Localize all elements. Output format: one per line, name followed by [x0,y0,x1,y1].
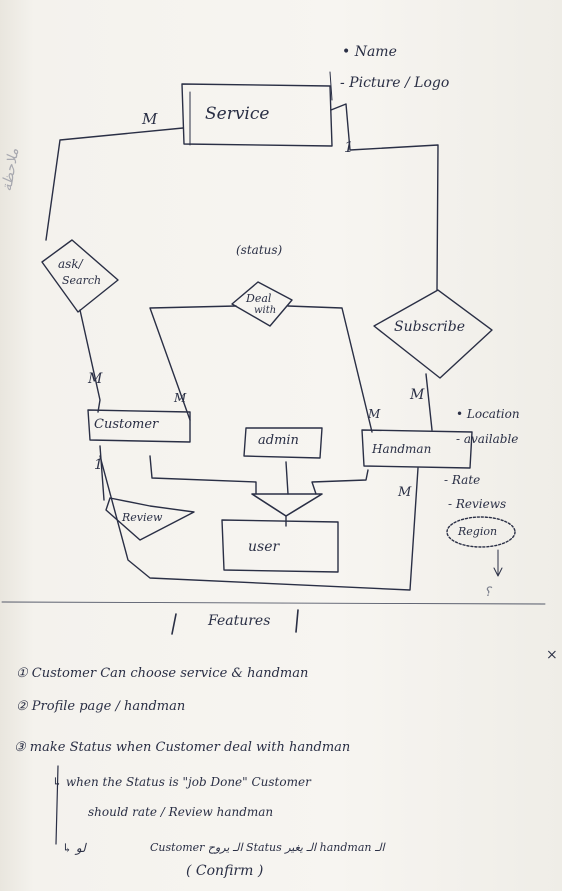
ask-search-label-2: Search [62,274,102,287]
deal-with-diamond [231,281,293,327]
region-ellipse [446,516,516,548]
user-entity-label: user [248,539,280,555]
feature-item-3a-line-2: should rate / Review handman [88,805,274,819]
feature-item-3: ③ make Status when Customer deal with ha… [14,740,351,755]
features-title: Features [208,613,271,629]
admin-entity-label: admin [258,433,299,448]
service-entity-label: Service [205,104,270,124]
ask-search-label-1: ask/ [58,257,83,271]
subscribe-label: Subscribe [394,319,466,335]
card-subscribe-bottom-m: M [410,387,425,403]
feature-item-3b-text: Customer الـ يروح Status الـ يغير handma… [150,841,385,854]
card-service-right-1: 1 [344,138,354,156]
region-arrow [493,549,503,577]
card-handman-bottom-m: M [398,485,412,500]
ask-search-diamond [41,239,119,313]
review-label: Review [122,511,163,524]
bottom-loop-line [99,455,419,591]
feature-item-3a-line-1: ↳ when the Status is "job Done" Customer [52,775,311,789]
feature-item-1: ① Customer Can choose service & handman [16,666,309,681]
deal-with-label-2: with [254,305,277,316]
subscribe-to-handman-line [425,373,433,431]
service-attr-bracket [329,71,333,101]
card-customer-top-m: M [174,391,187,405]
handman-attr-rate: - Rate [444,473,481,487]
isa-triangle [251,493,323,517]
feature-item-3b-prefix: ↳ لو [62,841,86,855]
customer-to-review-line [99,445,105,501]
deal-to-handman-line [287,305,373,433]
review-diamond [105,497,195,541]
card-customer-bottom-1: 1 [94,457,103,473]
handman-entity-box [361,429,473,469]
features-bracket-left [171,613,177,635]
service-attr-picture: - Picture / Logo [340,75,450,91]
handman-to-isa [311,469,369,495]
corner-x-mark: × [546,647,558,663]
deal-with-label-1: Deal [246,292,272,305]
subscribe-diamond [373,289,493,379]
service-to-ask-line [45,127,184,241]
card-service-left-m: M [142,110,158,128]
handman-entity-label: Handman [372,442,432,456]
service-attr-name: • Name [342,44,397,60]
user-entity-box [221,519,339,573]
service-to-subscribe-line [330,103,439,291]
ask-to-customer-line [79,309,101,413]
feature-item-2: ② Profile page / handman [16,699,186,714]
feature-3-bracket [55,765,59,845]
customer-to-isa [149,455,257,495]
admin-entity-box [243,427,323,459]
handman-attr-region: Region [458,525,498,538]
margin-question-mark: ؟ [484,585,491,600]
customer-entity-label: Customer [94,417,159,432]
service-entity-box [181,83,333,147]
customer-entity-box [87,409,191,443]
features-bracket-right [295,609,299,633]
card-handman-top-m: M [368,407,381,421]
status-label: (status) [236,243,283,257]
feature-item-3b-confirm: ( Confirm ) [186,863,264,879]
handman-attr-location: • Location [456,407,520,421]
deal-to-customer-line [149,305,237,421]
handman-attr-reviews: - Reviews [448,497,507,511]
admin-to-isa [285,461,289,495]
card-ask-customer-m: M [88,371,103,387]
handman-attr-available: - available [456,432,519,446]
section-divider [1,601,546,605]
